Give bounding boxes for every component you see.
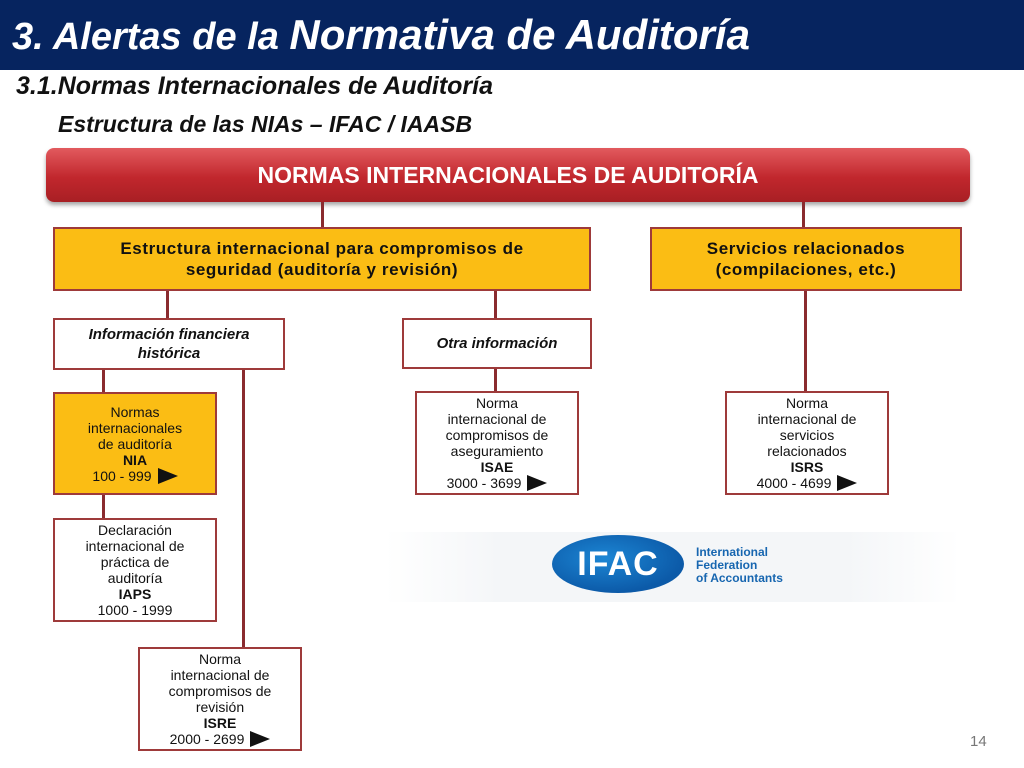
- connector-historical-nia: [102, 369, 105, 393]
- connector-root-assurance: [321, 202, 324, 228]
- historical-info-label: Información financiera histórica: [88, 326, 250, 362]
- section-subtitle: 3.1.Normas Internacionales de Auditoría: [16, 72, 493, 100]
- historical-info-box: Información financiera histórica: [53, 318, 285, 370]
- related-services-box: Servicios relacionados (compilaciones, e…: [650, 227, 962, 291]
- isre-range-row: 2000 - 2699: [170, 731, 271, 747]
- structure-subtitle: Estructura de las NIAs – IFAC / IAASB: [58, 111, 473, 137]
- iaps-range: 1000 - 1999: [97, 602, 173, 618]
- play-arrow-icon: [250, 731, 271, 747]
- nia-box: Normas internacionales de auditoría NIA …: [53, 392, 217, 495]
- isre-code: ISRE: [203, 715, 237, 731]
- assurance-framework-box: Estructura internacional para compromiso…: [53, 227, 591, 291]
- connector-historical-isre: [242, 369, 245, 649]
- iaps-code: IAPS: [118, 586, 152, 602]
- page-number: 14: [970, 733, 987, 750]
- related-services-label: Servicios relacionados (compilaciones, e…: [706, 239, 906, 279]
- slide-title-part2: Normativa de Auditoría: [289, 11, 750, 58]
- play-arrow-icon: [527, 475, 548, 491]
- play-arrow-icon: [837, 475, 858, 491]
- isae-range-row: 3000 - 3699: [447, 475, 548, 491]
- isae-range: 3000 - 3699: [446, 475, 522, 491]
- isre-range: 2000 - 2699: [169, 731, 245, 747]
- connector-other-isae: [494, 368, 497, 392]
- iaps-box: Declaración internacional de práctica de…: [53, 518, 217, 622]
- isrs-range-row: 4000 - 4699: [757, 475, 858, 491]
- isrs-desc: Norma internacional de servicios relacio…: [757, 395, 857, 459]
- nia-code: NIA: [122, 451, 148, 468]
- title-bar: [0, 0, 1024, 70]
- isrs-code: ISRS: [790, 459, 824, 475]
- ifac-name: International Federation of Accountants: [696, 545, 783, 585]
- connector-related-isrs: [804, 290, 807, 392]
- isre-box: Norma internacional de compromisos de re…: [138, 647, 302, 751]
- nia-desc: Normas internacionales de auditoría: [87, 403, 183, 452]
- connector-root-related: [802, 202, 805, 228]
- isae-code: ISAE: [480, 459, 514, 475]
- isrs-range: 4000 - 4699: [756, 475, 832, 491]
- ifac-logo-icon: IFAC: [552, 535, 684, 593]
- slide-title-part1: 3. Alertas de la: [12, 16, 290, 58]
- iaps-desc: Declaración internacional de práctica de…: [85, 522, 185, 586]
- isae-box: Norma internacional de compromisos de as…: [415, 391, 579, 495]
- nia-range-row: 100 - 999: [92, 467, 178, 484]
- connector-assurance-other: [494, 290, 497, 320]
- play-arrow-icon: [157, 467, 178, 484]
- connector-assurance-historical: [166, 290, 169, 320]
- ifac-acronym: IFAC: [577, 544, 659, 583]
- slide-title: 3. Alertas de la Normativa de Auditoría: [12, 8, 750, 64]
- isre-desc: Norma internacional de compromisos de re…: [168, 651, 272, 715]
- nia-range: 100 - 999: [92, 467, 152, 484]
- assurance-framework-label: Estructura internacional para compromiso…: [120, 239, 524, 279]
- other-info-box: Otra información: [402, 318, 592, 369]
- other-info-label: Otra información: [436, 335, 558, 352]
- root-banner: NORMAS INTERNACIONALES DE AUDITORÍA: [46, 148, 970, 202]
- isrs-box: Norma internacional de servicios relacio…: [725, 391, 889, 495]
- isae-desc: Norma internacional de compromisos de as…: [445, 395, 549, 459]
- iaps-range-row: 1000 - 1999: [98, 602, 173, 618]
- connector-nia-iaps: [102, 494, 105, 520]
- root-banner-label: NORMAS INTERNACIONALES DE AUDITORÍA: [257, 161, 759, 188]
